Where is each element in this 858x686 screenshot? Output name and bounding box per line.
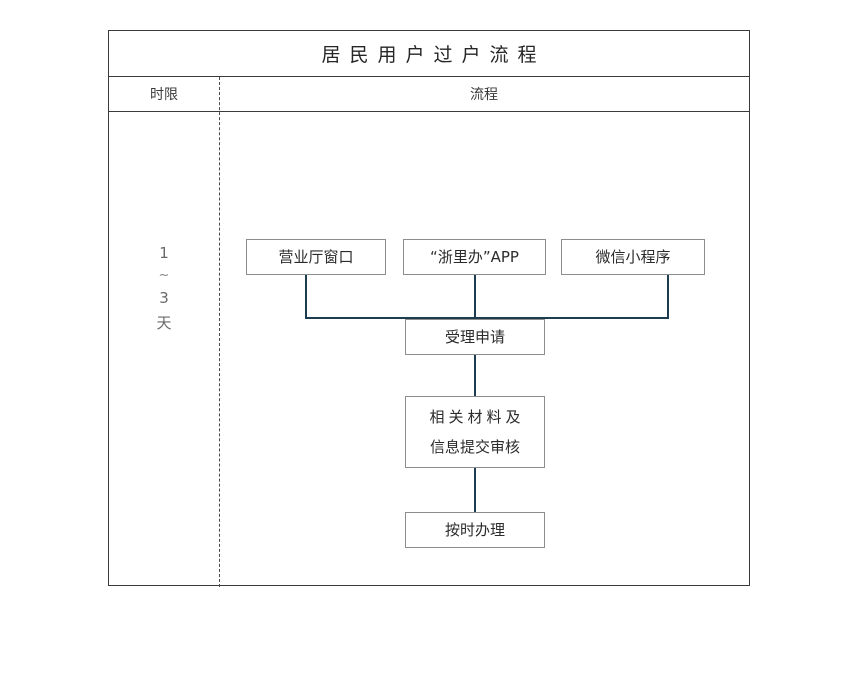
connector-accept-to-material [474, 355, 476, 396]
connector-material-to-ontime [474, 468, 476, 512]
flow-node-submit-materials-line1: 相关材料及 [429, 408, 525, 426]
page-title: 居民用户过户流程 [321, 44, 546, 66]
flowchart-body: 1 ~ 3 天 营业厅窗口 “浙里办”APP 微信小程序 受理申请 相关材料及 … [109, 112, 749, 585]
column-divider-dashed [219, 77, 220, 587]
time-limit-unit: 天 [156, 314, 172, 332]
flow-node-process-on-time-label: 按时办理 [444, 521, 505, 539]
flow-node-zhejiang-app-label: “浙里办”APP [430, 248, 519, 266]
connector-app-down [474, 275, 476, 319]
time-limit-to: 3 [159, 289, 169, 307]
flow-node-wechat-miniprogram-label: 微信小程序 [595, 248, 671, 266]
chart-title-row: 居民用户过户流程 [109, 31, 749, 77]
flow-node-hall-window[interactable]: 营业厅窗口 [246, 239, 386, 275]
connector-wechat-down [667, 275, 669, 318]
flow-node-hall-window-label: 营业厅窗口 [278, 248, 354, 266]
flow-node-process-on-time[interactable]: 按时办理 [405, 512, 545, 548]
column-header-flow: 流程 [470, 87, 498, 103]
connector-merge-bus [305, 317, 669, 319]
time-limit-separator: ~ [158, 268, 170, 283]
flow-node-submit-materials-line2: 信息提交审核 [429, 438, 520, 456]
connector-hall-down [305, 275, 307, 318]
table-header-row: 时限 流程 [109, 77, 749, 112]
flow-node-accept-application-label: 受理申请 [444, 328, 505, 346]
flowchart-frame: 居民用户过户流程 时限 流程 1 ~ 3 天 营业厅窗口 “浙里办”APP [108, 30, 750, 587]
time-limit-from: 1 [159, 244, 169, 262]
time-limit-value: 1 ~ 3 天 [109, 112, 219, 585]
flow-node-submit-materials[interactable]: 相关材料及 信息提交审核 [405, 396, 545, 468]
flow-node-wechat-miniprogram[interactable]: 微信小程序 [561, 239, 705, 275]
flow-node-zhejiang-app[interactable]: “浙里办”APP [403, 239, 546, 275]
flow-node-accept-application[interactable]: 受理申请 [405, 319, 545, 355]
column-header-time-limit: 时限 [150, 87, 178, 103]
